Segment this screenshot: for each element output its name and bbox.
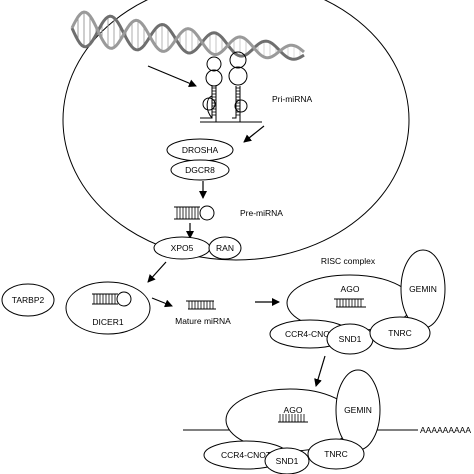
snd1-label-bottom: SND1 <box>276 456 299 466</box>
arrow-transcription <box>147 65 197 87</box>
pre-mirna-hairpin-icon <box>174 205 215 221</box>
nucleus-boundary <box>62 0 410 261</box>
tarbp2-ellipse <box>1 283 55 317</box>
dicer-bound-hairpin-icon <box>92 291 132 307</box>
tnrc-ellipse-bottom <box>307 438 365 470</box>
tnrc-label-bottom: TNRC <box>324 449 348 459</box>
ccr4-cnot-label: CCR4-CNOT <box>285 329 335 339</box>
risc-mirna-icon <box>334 298 366 308</box>
poly-a-tail-label: AAAAAAAAA <box>420 425 471 435</box>
arrow-to-drosha <box>243 125 265 143</box>
snd1-ellipse-bottom <box>264 447 310 474</box>
dgcr8-ellipse <box>170 159 230 181</box>
ago-label-bottom: AGO <box>284 405 303 415</box>
ran-ellipse <box>208 236 242 260</box>
arrow-to-mature <box>151 297 173 308</box>
drosha-label: DROSHA <box>182 145 219 155</box>
snd1-label: SND1 <box>339 334 362 344</box>
dgcr8-label: DGCR8 <box>185 165 215 175</box>
dicer1-ellipse <box>65 281 151 335</box>
xpo5-label: XPO5 <box>171 243 194 253</box>
tnrc-ellipse <box>369 316 431 350</box>
dicer1-label: DICER1 <box>92 317 123 327</box>
tarbp2-label: TARBP2 <box>12 295 45 305</box>
mature-mirna-label: Mature miRNA <box>175 316 231 326</box>
gemin-label: GEMIN <box>409 284 437 294</box>
tnrc-label: TNRC <box>388 328 412 338</box>
mature-mirna-duplex-icon <box>186 300 216 310</box>
ago-label: AGO <box>341 284 360 294</box>
risc-complex-label: RISC complex <box>321 256 376 266</box>
arrow-to-dicer <box>147 261 167 283</box>
target-bound-mirna-icon <box>278 414 308 423</box>
ran-label: RAN <box>216 243 234 253</box>
arrow-to-target <box>314 355 326 387</box>
ccr4-cnot-label-bottom: CCR4-CNOT <box>221 450 271 460</box>
pri-mirna-label: Pri-miRNA <box>272 94 312 104</box>
gemin-label-bottom: GEMIN <box>344 405 372 415</box>
pri-mirna-hairpin-icon <box>200 51 262 123</box>
pre-mirna-label: Pre-miRNA <box>240 208 283 218</box>
dna-helix-icon <box>70 10 305 61</box>
